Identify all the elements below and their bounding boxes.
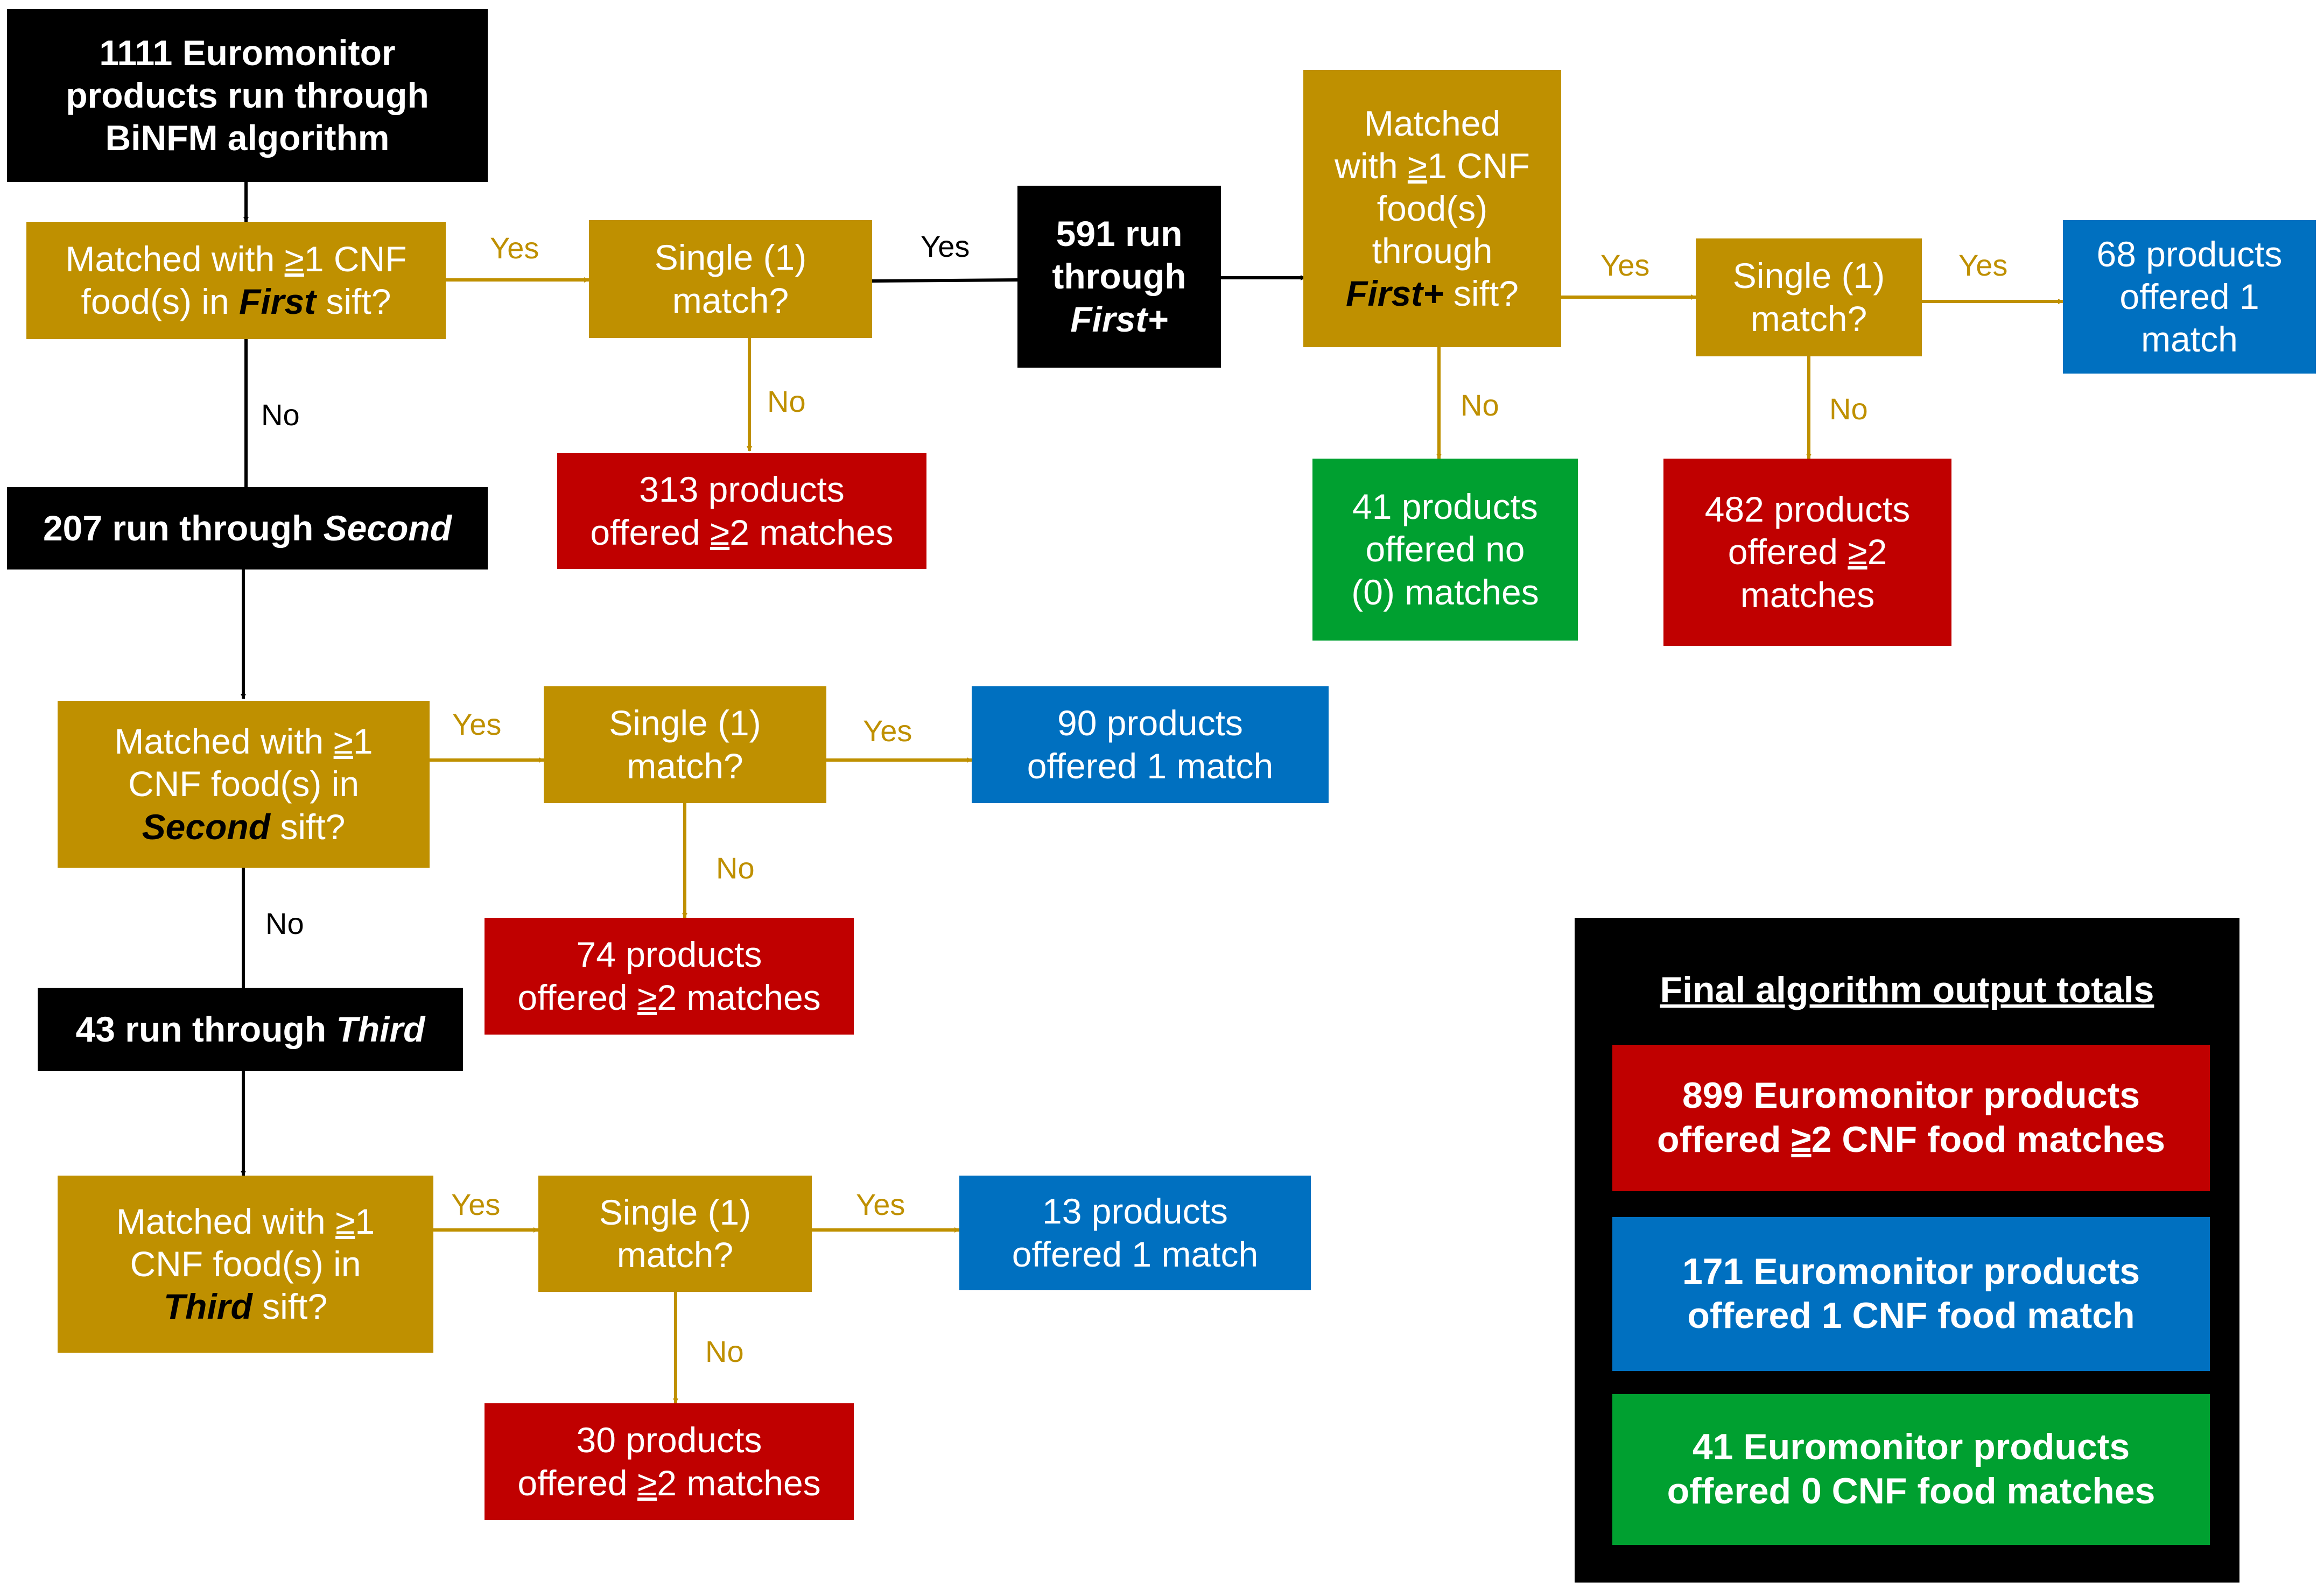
edge-label-yes: Yes xyxy=(921,229,970,263)
node-start: 1111 Euromonitor products run through Bi… xyxy=(7,9,488,182)
arrow-first-single-to-run-first-plus xyxy=(872,278,1018,283)
total-no-matches: 41 Euromonitor products offered 0 CNF fo… xyxy=(1612,1394,2210,1545)
node-run-first-plus: 591 run through First+ xyxy=(1017,186,1221,368)
node-run-second: 207 run through Second xyxy=(7,487,488,569)
edge-label-yes: Yes xyxy=(863,714,912,748)
edge-label-no: No xyxy=(1461,388,1499,422)
output-totals-panel: Final algorithm output totals 899 Euromo… xyxy=(1575,918,2239,1583)
total-multiple-matches: 899 Euromonitor products offered ≥2 CNF … xyxy=(1612,1045,2210,1191)
node-first-plus-482-products: 482 products offered ≥2 matches xyxy=(1663,459,1951,646)
edge-label-no: No xyxy=(261,398,300,432)
edge-label-yes: Yes xyxy=(856,1187,905,1221)
edge-label-no: No xyxy=(767,384,806,418)
node-first-313-products: 313 products offered ≥2 matches xyxy=(557,453,926,569)
node-second-single-match-question: Single (1) match? xyxy=(544,686,826,803)
output-totals-title: Final algorithm output totals xyxy=(1660,969,2154,1010)
node-second-74-products: 74 products offered ≥2 matches xyxy=(485,918,854,1035)
node-first-plus-68-products: 68 products offered 1 match xyxy=(2063,220,2316,374)
edge-label-no: No xyxy=(716,851,755,885)
edge-label-no: No xyxy=(1829,392,1868,426)
node-third-13-products: 13 products offered 1 match xyxy=(959,1176,1311,1290)
node-first-plus-sift-question: Matched with ≥1 CNF food(s) through Firs… xyxy=(1303,70,1561,347)
node-first-single-match-question: Single (1) match? xyxy=(589,220,872,338)
node-first-plus-41-products: 41 products offered no (0) matches xyxy=(1312,459,1578,641)
edge-label-no: No xyxy=(705,1334,744,1368)
edge-label-yes: Yes xyxy=(451,1187,501,1221)
node-third-sift-question: Matched with ≥1 CNF food(s) in Third sif… xyxy=(58,1176,433,1353)
edge-label-yes: Yes xyxy=(490,231,539,265)
edge-label-yes: Yes xyxy=(452,707,502,741)
edge-label-yes: Yes xyxy=(1600,248,1650,282)
edge-label-yes: Yes xyxy=(1958,248,2008,282)
total-single-match: 171 Euromonitor products offered 1 CNF f… xyxy=(1612,1217,2210,1371)
node-third-30-products: 30 products offered ≥2 matches xyxy=(485,1403,854,1520)
node-third-single-match-question: Single (1) match? xyxy=(538,1176,812,1292)
edge-label-no: No xyxy=(265,906,304,940)
node-second-sift-question: Matched with ≥1 CNF food(s) in Second si… xyxy=(58,701,430,868)
node-first-sift-question: Matched with ≥1 CNF food(s) in First sif… xyxy=(26,222,446,339)
node-first-plus-single-match-question: Single (1) match? xyxy=(1696,238,1922,356)
node-second-90-products: 90 products offered 1 match xyxy=(972,686,1329,803)
node-run-third: 43 run through Third xyxy=(38,988,463,1071)
